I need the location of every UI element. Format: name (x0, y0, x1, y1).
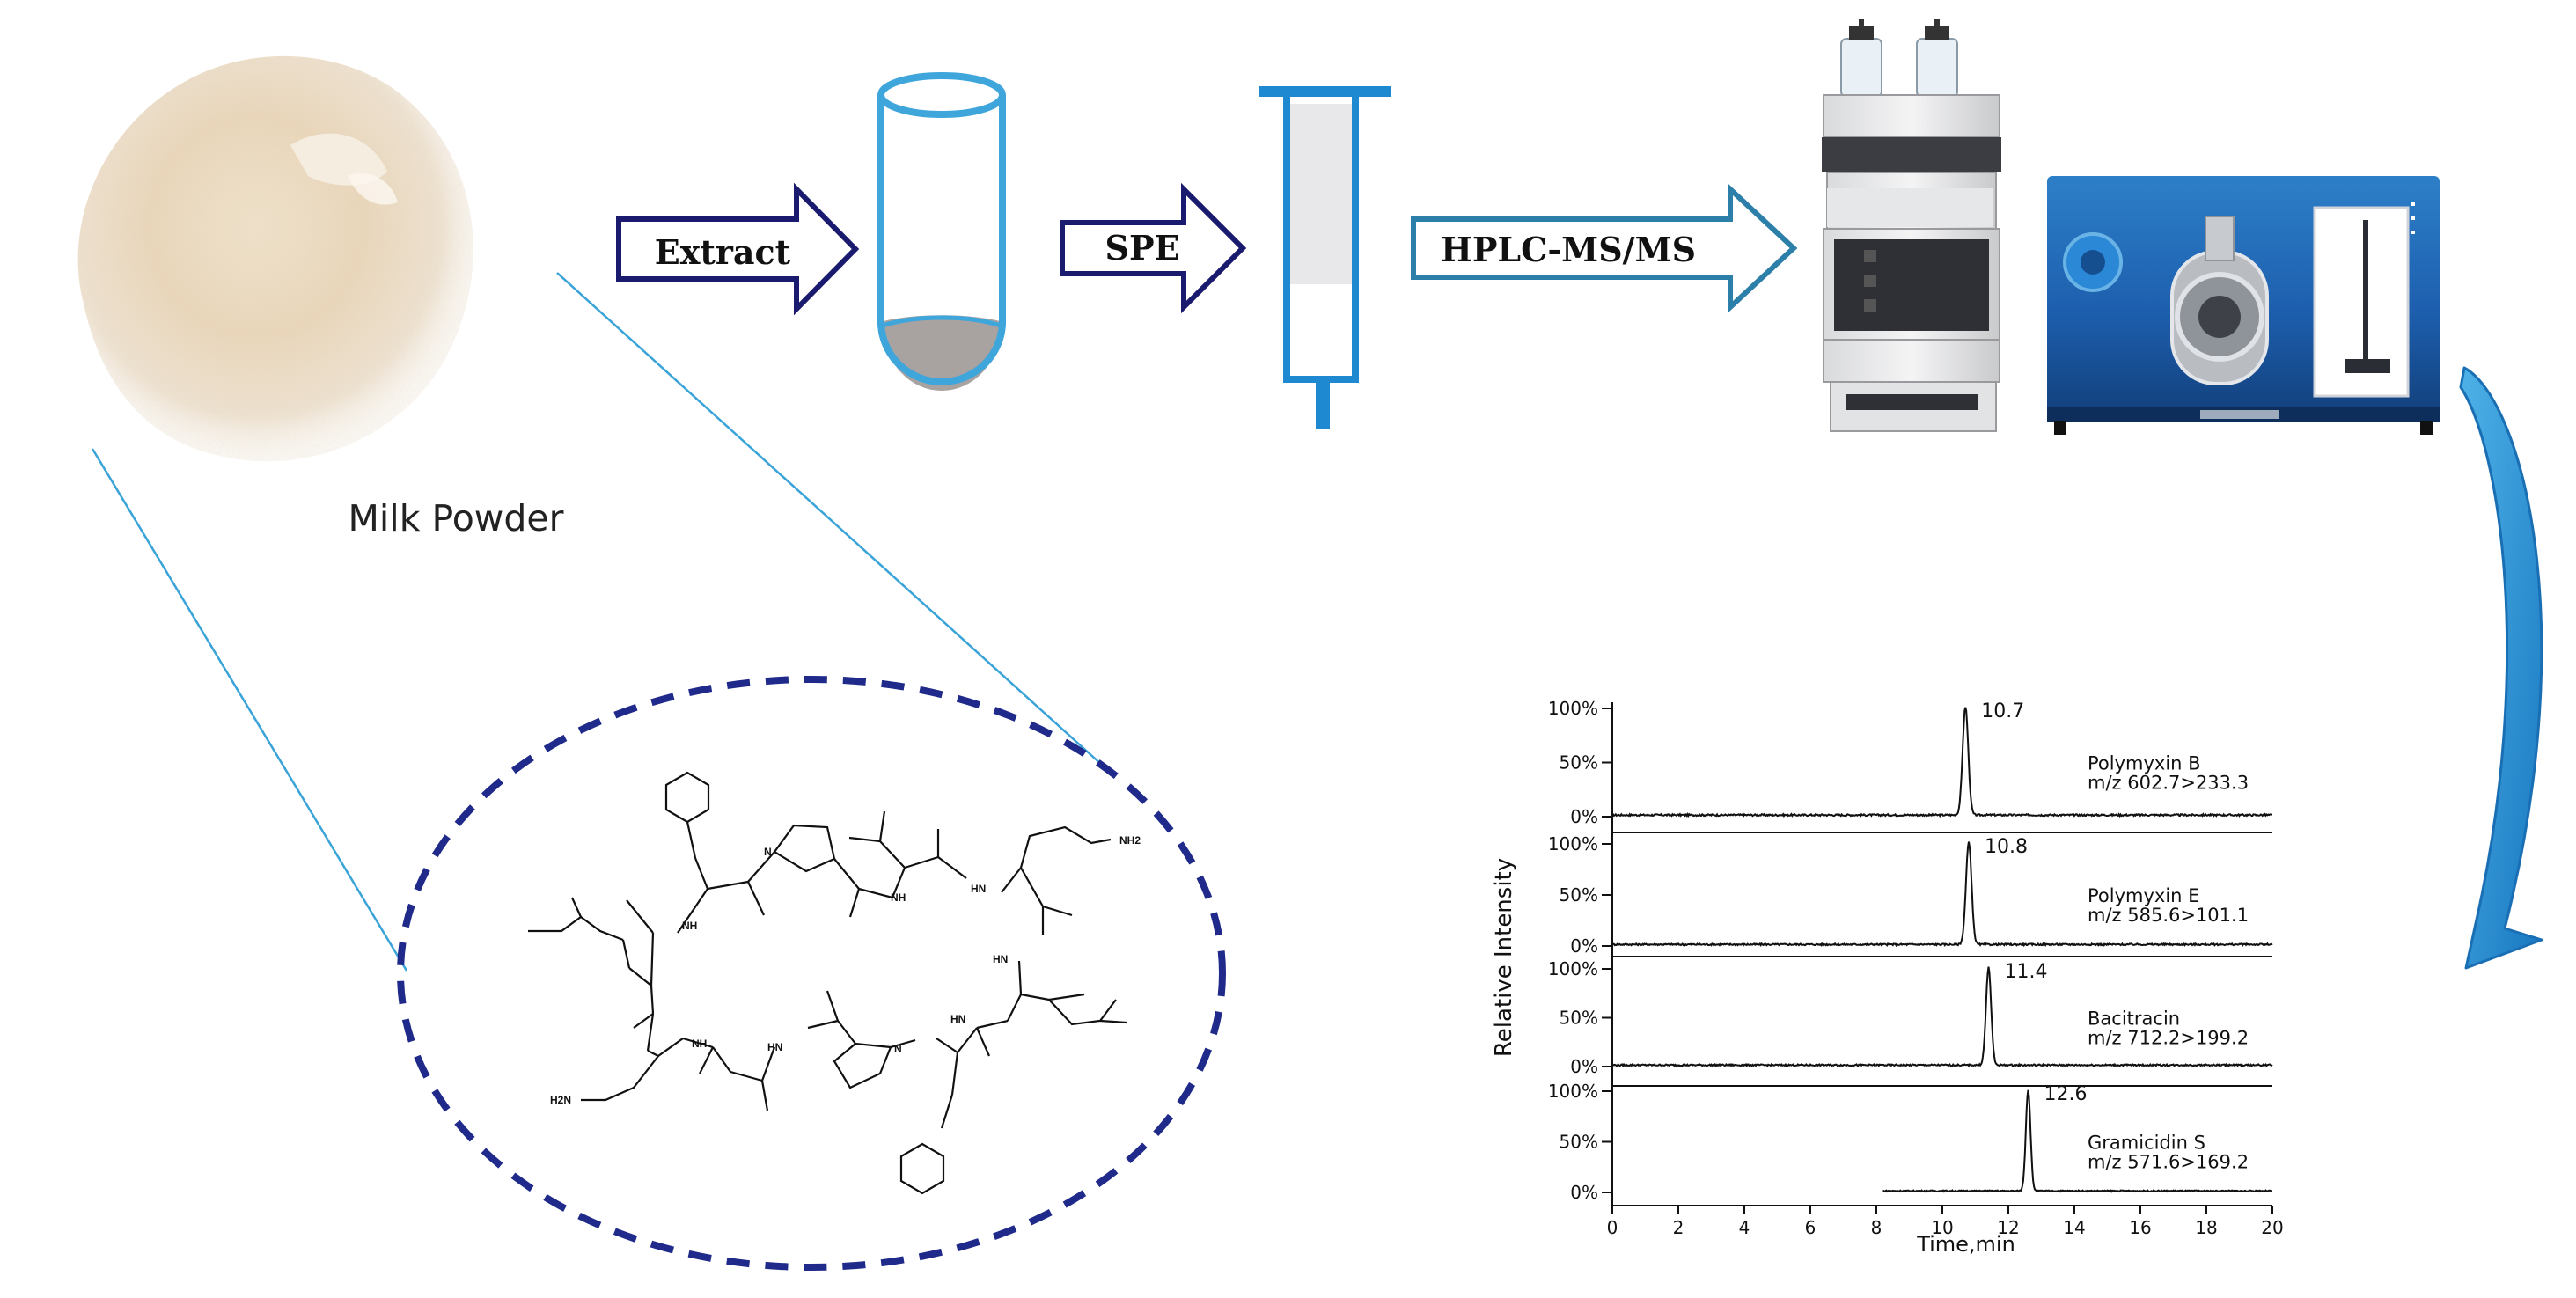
compound-transition: m/z 571.6>169.2 (2088, 1152, 2249, 1173)
extract-label: Extract (655, 232, 791, 272)
y-tick-label: 100% (1548, 833, 1598, 854)
trace-4 (1882, 1089, 2272, 1193)
x-tick-label: 10 (1931, 1217, 1953, 1238)
compound-name: Polymyxin B (2088, 753, 2201, 774)
y-tick-label: 50% (1560, 1008, 1598, 1029)
x-tick-label: 16 (2129, 1217, 2151, 1238)
x-tick-label: 18 (2195, 1217, 2217, 1238)
peak-label: 10.8 (1985, 836, 2028, 858)
x-tick-label: 12 (1997, 1217, 2019, 1238)
label-hn-d: HN (767, 1041, 782, 1053)
y-tick-label: 100% (1548, 698, 1598, 719)
y-tick-label: 0% (1570, 935, 1598, 957)
hplc-arrow (1411, 183, 1798, 313)
x-tick-label: 4 (1739, 1217, 1750, 1238)
chart-ylabel: Relative Intensity (1491, 858, 1517, 1057)
molecule-labels: NH2 H2N NH NH NH HN HN HN HN N N (550, 834, 1141, 1106)
label-nh-b: NH (891, 891, 906, 904)
peak-label: 12.6 (2044, 1083, 2088, 1105)
y-tick-label: 100% (1548, 1081, 1598, 1102)
extract-arrow (616, 182, 860, 316)
spe-cartridge-icon (1259, 86, 1391, 429)
label-nh-a: NH (682, 920, 697, 932)
milk-powder-image (77, 55, 473, 462)
zoom-line-left (91, 448, 408, 972)
label-hn-c: HN (950, 1013, 965, 1025)
hplc-instrument-icon (1822, 19, 2001, 432)
spe-arrow (1060, 182, 1247, 314)
mass-spectrometer-icon (2047, 176, 2440, 435)
trace-3 (1611, 966, 2273, 1068)
spe-label: SPE (1105, 228, 1180, 268)
label-hn-a: HN (971, 883, 986, 895)
x-tick-label: 2 (1673, 1217, 1684, 1238)
zoom-line-right (556, 272, 1104, 766)
y-tick-label: 0% (1570, 1182, 1598, 1203)
compound-transition: m/z 712.2>199.2 (2088, 1028, 2249, 1049)
compound-name: Bacitracin (2088, 1008, 2180, 1030)
chart-xlabel: Time,min (1916, 1232, 2015, 1257)
trace-1 (1611, 707, 2273, 818)
y-tick-label: 50% (1560, 1132, 1598, 1153)
x-tick-label: 20 (2261, 1217, 2283, 1238)
milk-powder-label: Milk Powder (349, 497, 564, 539)
hplc-label: HPLC-MS/MS (1441, 230, 1696, 269)
trace-2 (1611, 841, 2273, 948)
x-tick-label: 6 (1805, 1217, 1816, 1238)
compound-transition: m/z 585.6>101.1 (2088, 905, 2249, 926)
label-n-b: N (894, 1043, 902, 1055)
y-tick-label: 100% (1548, 958, 1598, 979)
y-tick-label: 50% (1560, 752, 1598, 774)
peak-label: 10.7 (1981, 700, 2024, 722)
y-tick-label: 50% (1560, 884, 1598, 906)
x-tick-label: 8 (1871, 1217, 1882, 1238)
y-tick-label: 0% (1570, 1056, 1598, 1077)
label-nh-c: NH (692, 1038, 707, 1050)
label-h2n: H2N (550, 1094, 571, 1106)
molecule-zoom-ellipse (397, 676, 1226, 1271)
compound-transition: m/z 602.7>233.3 (2088, 773, 2249, 794)
y-tick-label: 0% (1570, 806, 1598, 827)
compound-name: Gramicidin S (2088, 1133, 2205, 1154)
label-n-a: N (764, 846, 772, 858)
label-hn-b: HN (993, 953, 1008, 965)
molecule-structure (528, 771, 1127, 1195)
x-tick-label: 0 (1607, 1217, 1618, 1238)
peak-label: 11.4 (2005, 961, 2048, 983)
test-tube-icon (877, 72, 1006, 391)
label-nh2: NH2 (1119, 834, 1141, 847)
x-tick-label: 14 (2063, 1217, 2085, 1238)
compound-name: Polymyxin E (2088, 885, 2199, 906)
curved-arrow (2459, 366, 2543, 970)
